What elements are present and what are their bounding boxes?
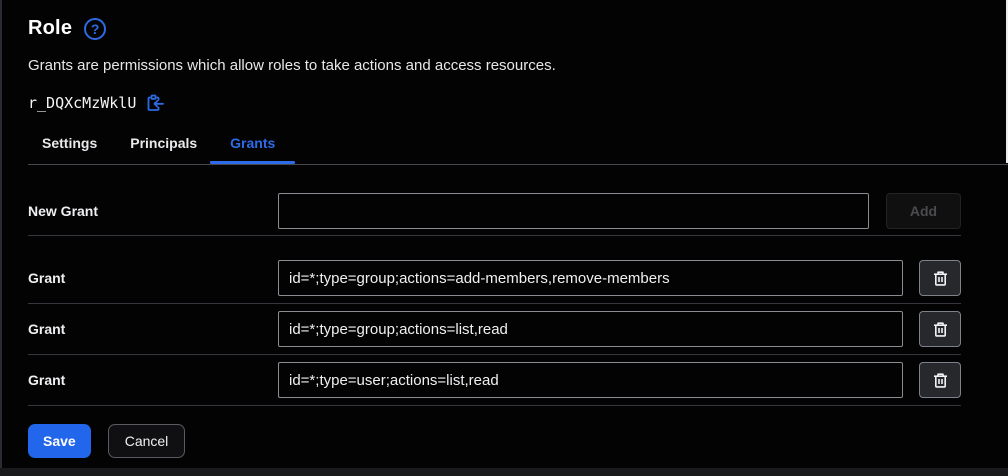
scrollbar-thumb[interactable] bbox=[1006, 0, 1008, 163]
grant-input[interactable] bbox=[278, 311, 903, 347]
cancel-button[interactable]: Cancel bbox=[107, 424, 186, 458]
grant-label: Grant bbox=[28, 321, 66, 337]
page-title: Role bbox=[28, 17, 73, 39]
row-divider bbox=[28, 235, 961, 236]
copy-to-clipboard-icon[interactable] bbox=[146, 93, 165, 112]
grant-input[interactable] bbox=[278, 362, 903, 398]
page-header: Role ? bbox=[28, 0, 961, 40]
page-bottom-strip bbox=[0, 468, 1008, 476]
tab-settings[interactable]: Settings bbox=[42, 135, 98, 151]
delete-grant-button[interactable] bbox=[919, 311, 961, 347]
grant-row: Grant bbox=[28, 311, 961, 347]
row-divider bbox=[28, 354, 961, 355]
add-button[interactable]: Add bbox=[886, 193, 961, 229]
tab-divider bbox=[28, 164, 1008, 165]
new-grant-row: New Grant Add bbox=[28, 193, 961, 229]
trash-icon bbox=[932, 372, 949, 389]
save-button[interactable]: Save bbox=[28, 424, 91, 458]
help-icon[interactable]: ? bbox=[84, 17, 107, 40]
grant-input[interactable] bbox=[278, 260, 903, 296]
grant-row: Grant bbox=[28, 362, 961, 398]
new-grant-input[interactable] bbox=[278, 193, 869, 229]
grant-row: Grant bbox=[28, 260, 961, 296]
form-actions: Save Cancel bbox=[28, 424, 961, 458]
page-description: Grants are permissions which allow roles… bbox=[28, 57, 556, 74]
tab-grants[interactable]: Grants bbox=[210, 131, 296, 164]
role-id-row: r_DQXcMzWklU bbox=[28, 93, 961, 112]
row-divider bbox=[28, 303, 961, 304]
tab-principals[interactable]: Principals bbox=[130, 135, 198, 151]
row-divider bbox=[28, 405, 961, 406]
role-id: r_DQXcMzWklU bbox=[28, 93, 137, 112]
delete-grant-button[interactable] bbox=[919, 260, 961, 296]
trash-icon bbox=[932, 321, 949, 338]
grant-label: Grant bbox=[28, 372, 66, 388]
grant-label: Grant bbox=[28, 270, 66, 286]
new-grant-label: New Grant bbox=[28, 203, 99, 219]
tab-bar: Settings Principals Grants bbox=[28, 131, 961, 164]
grants-form: New Grant Add Grant bbox=[28, 193, 961, 458]
trash-icon bbox=[932, 270, 949, 287]
delete-grant-button[interactable] bbox=[919, 362, 961, 398]
